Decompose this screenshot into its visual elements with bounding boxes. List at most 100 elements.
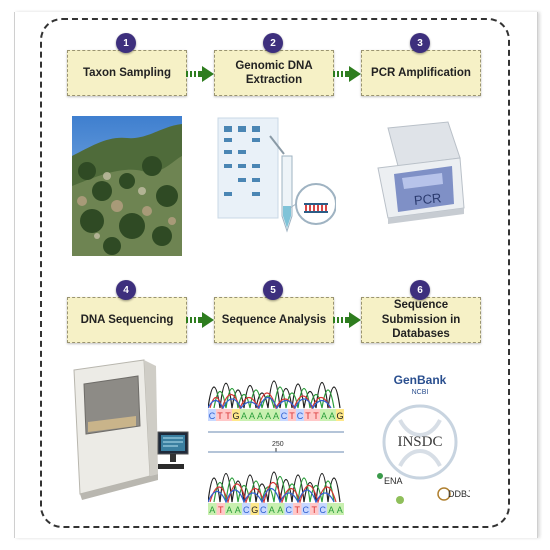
base-call-letter: C <box>303 505 310 515</box>
base-call-letter: T <box>312 505 318 515</box>
base-call-letter: A <box>209 505 215 515</box>
forest-hillside-photo <box>72 116 182 256</box>
step-dna-sequencing: DNA Sequencing <box>67 297 187 343</box>
dna-extraction-gel-illustration <box>217 117 336 233</box>
base-call-letter: A <box>329 411 335 421</box>
step-label: DNA Sequencing <box>80 313 174 326</box>
step-number-badge: 1 <box>116 33 136 53</box>
base-call-cell <box>232 409 240 421</box>
step-number-badge: 4 <box>116 280 136 300</box>
base-call-cell <box>280 409 288 421</box>
base-call-letter: A <box>226 505 232 515</box>
base-call-letter: A <box>321 411 327 421</box>
ena-logo-text: ENA <box>384 476 403 486</box>
base-call-letter: A <box>269 505 275 515</box>
insdc-logo-text: INSDC <box>397 434 442 450</box>
position-marker-label: 250 <box>272 441 284 448</box>
base-call-letter: G <box>251 505 258 515</box>
base-call-letter: T <box>218 505 224 515</box>
base-call-cell <box>250 503 259 515</box>
figure-frame <box>14 12 538 538</box>
base-call-cell <box>259 503 268 515</box>
ncbi-logo-text: NCBI <box>412 389 429 396</box>
base-call-letter: T <box>225 411 231 421</box>
base-call-cell <box>208 503 217 515</box>
base-call-cell <box>216 503 225 515</box>
step-label: Sequence Submission in Databases <box>381 299 461 341</box>
base-call-letter: T <box>295 505 301 515</box>
base-call-cell <box>233 503 242 515</box>
base-call-letter: T <box>217 411 223 421</box>
insdc-databases-logo: GenBank NCBI INSDC ENA DDBJ <box>377 373 470 504</box>
base-call-cell <box>276 503 285 515</box>
base-call-letter: A <box>241 411 247 421</box>
base-call-letter: C <box>286 505 293 515</box>
base-call-cell <box>296 409 304 421</box>
base-call-cell <box>242 503 251 515</box>
base-call-letter: A <box>328 505 334 515</box>
arrow-right-icon <box>333 312 361 328</box>
base-call-cell <box>248 409 256 421</box>
base-call-letter: C <box>297 411 304 421</box>
base-call-cell <box>284 503 293 515</box>
step-genomic-dna-extraction: Genomic DNA Extraction <box>214 50 334 96</box>
base-call-cell <box>304 409 312 421</box>
pcr-machine-illustration: PCR <box>377 121 465 224</box>
base-call-cell <box>208 409 216 421</box>
base-call-letter: A <box>273 411 279 421</box>
base-call-cell <box>301 503 310 515</box>
base-call-letter: C <box>320 505 327 515</box>
base-call-cell <box>224 409 232 421</box>
step-sequence-analysis: Sequence Analysis <box>214 297 334 343</box>
pcr-machine-label: PCR <box>413 190 442 208</box>
base-call-letter: C <box>243 505 250 515</box>
base-call-cell <box>272 409 280 421</box>
step-number-badge: 5 <box>263 280 283 300</box>
step-pcr-amplification: PCR Amplification <box>361 50 481 96</box>
arrow-right-icon <box>186 66 214 82</box>
base-call-cell <box>336 409 344 421</box>
step-number-badge: 6 <box>410 280 430 300</box>
base-call-cell <box>312 409 320 421</box>
base-call-letter: A <box>277 505 283 515</box>
step-label: Taxon Sampling <box>83 66 171 79</box>
base-call-cell <box>327 503 336 515</box>
base-call-letter: A <box>235 505 241 515</box>
step-label: Genomic DNA Extraction <box>235 59 313 86</box>
base-call-cell <box>240 409 248 421</box>
base-call-letter: T <box>289 411 295 421</box>
base-call-letter: G <box>232 411 239 421</box>
base-call-letter: C <box>281 411 288 421</box>
base-call-letter: C <box>260 505 267 515</box>
step-number-badge: 2 <box>263 33 283 53</box>
workflow-border <box>40 18 510 528</box>
base-call-cell <box>293 503 302 515</box>
base-call-letter: A <box>265 411 271 421</box>
step-sequence-submission: Sequence Submission in Databases <box>361 297 481 343</box>
base-call-letter: C <box>209 411 216 421</box>
base-call-cell <box>328 409 336 421</box>
base-call-letter: T <box>305 411 311 421</box>
base-call-cell <box>335 503 344 515</box>
step-label: Sequence Analysis <box>221 313 327 326</box>
arrow-right-icon <box>186 312 214 328</box>
step-number-badge: 3 <box>410 33 430 53</box>
base-call-letter: A <box>249 411 255 421</box>
dna-sequencer-instrument-illustration <box>73 359 189 500</box>
base-call-cell <box>264 409 272 421</box>
step-taxon-sampling: Taxon Sampling <box>67 50 187 96</box>
step-label: PCR Amplification <box>371 66 471 79</box>
base-call-letter: T <box>313 411 319 421</box>
base-call-cell <box>288 409 296 421</box>
base-call-cell <box>320 409 328 421</box>
base-call-letter: A <box>257 411 263 421</box>
base-call-cell <box>256 409 264 421</box>
base-call-cell <box>225 503 234 515</box>
base-call-cell <box>267 503 276 515</box>
arrow-right-icon <box>333 66 361 82</box>
genbank-logo-text: GenBank <box>394 373 447 387</box>
ddbj-logo-text: DDBJ <box>448 489 470 499</box>
